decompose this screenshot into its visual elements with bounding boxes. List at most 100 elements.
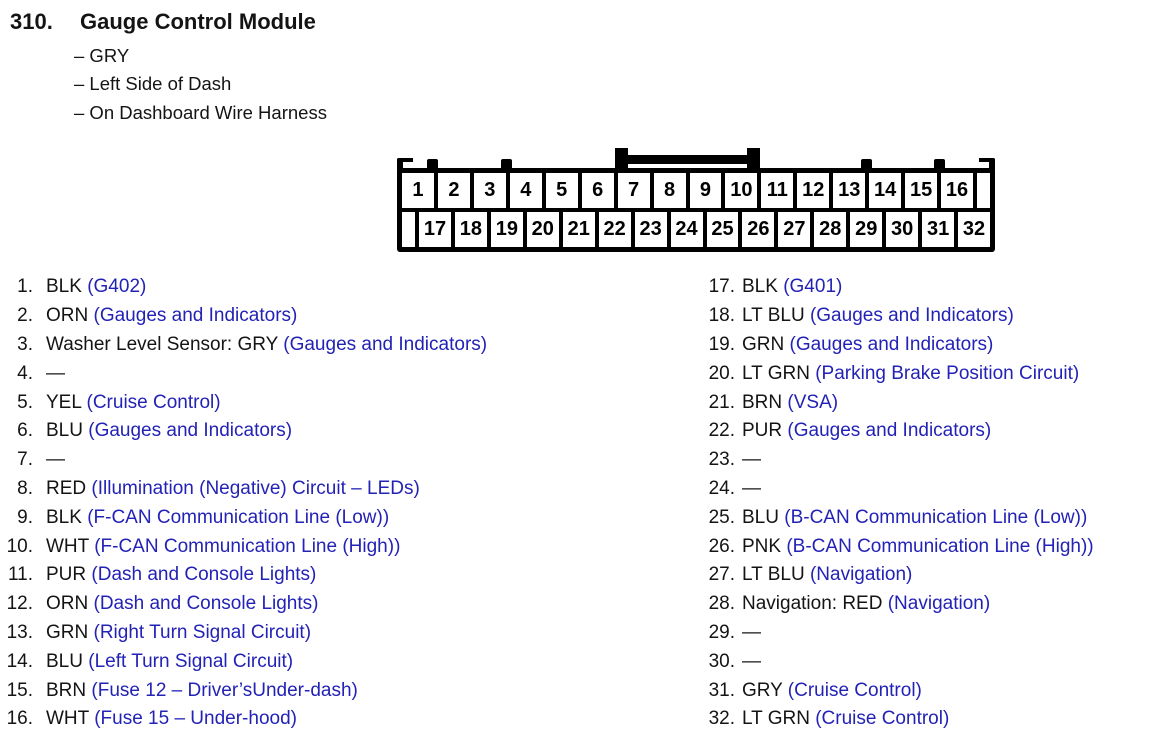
pin-number: 16. [6, 708, 33, 730]
connector-pin-cell: 32 [958, 212, 990, 247]
connector-pin-cell: 25 [706, 212, 739, 247]
wire-color-label: LT BLU [742, 305, 805, 327]
pin-description: BLU (B-CAN Communication Line (Low)) [742, 507, 1087, 529]
pin-list-right: 17. BLK (G401) 18. LT BLU (Gauges and Indic… [702, 273, 1094, 734]
pin-number: 8. [17, 477, 33, 499]
pin-description: — [742, 478, 761, 500]
wire-color-label: WHT [46, 708, 89, 730]
pin-number: 18. [708, 305, 735, 327]
circuit-label: (Gauges and Indicators) [784, 333, 994, 355]
pin-number: 31. [708, 679, 735, 701]
pin-row: 31. GRY (Cruise Control) [702, 676, 1094, 705]
wire-color-label: PUR [742, 420, 783, 442]
wire-color-label: GRN [46, 621, 89, 643]
pin-description: LT GRN (Cruise Control) [742, 708, 949, 730]
circuit-label: (Gauges and Indicators) [82, 420, 293, 442]
pin-number: 5. [17, 391, 33, 413]
connector-pin-cell: 19 [490, 212, 523, 247]
pin-row: 4.— [0, 359, 487, 388]
circuit-label: (F-CAN Communication Line (Low)) [81, 506, 390, 528]
wire-color-label: YEL [46, 391, 82, 413]
connector-corner-hook-right [979, 158, 995, 170]
pin-number: 28. [708, 593, 735, 615]
connector-pin-cell: 7 [617, 173, 650, 208]
pin-row: 2.ORN (Gauges and Indicators) [0, 302, 487, 331]
pin-description: GRY (Cruise Control) [742, 680, 922, 702]
pin-row: 18. LT BLU (Gauges and Indicators) [702, 302, 1094, 331]
circuit-label: (Cruise Control) [809, 708, 950, 730]
connector-pin-cell: 10 [725, 173, 758, 208]
pin-row: 19.GRN (Gauges and Indicators) [702, 331, 1094, 360]
connector-pin-cell: 18 [454, 212, 487, 247]
pin-row: 21.BRN (VSA) [702, 388, 1094, 417]
circuit-label: (Dash and Console Lights) [88, 593, 319, 615]
circuit-label: (Illumination (Negative) Circuit – LEDs) [86, 477, 420, 499]
circuit-label: (Navigation) [882, 593, 991, 615]
connector-pin-cell: 16 [941, 173, 973, 208]
connector-blank-slot [402, 212, 415, 247]
pin-description: WHT (F-CAN Communication Line (High)) [46, 536, 400, 558]
detail-line: – On Dashboard Wire Harness [74, 101, 327, 123]
pin-number: 4. [17, 362, 33, 384]
pin-description: — [742, 449, 761, 471]
pin-description: PNK (B-CAN Communication Line (High)) [742, 536, 1094, 558]
connector-pin-cell: 5 [545, 173, 578, 208]
wire-color-label: BLK [46, 506, 82, 528]
connector-location-details: – GRY – Left Side of Dash – On Dashboard W… [74, 42, 327, 127]
pin-description: PUR (Dash and Console Lights) [46, 564, 316, 586]
pin-row: 8.RED (Illumination (Negative) Circuit –… [0, 475, 487, 504]
pin-description: BLK (F-CAN Communication Line (Low)) [46, 507, 389, 529]
pin-description: GRN (Right Turn Signal Circuit) [46, 622, 311, 644]
pin-description: BRN (VSA) [742, 392, 838, 414]
pin-number: 29. [708, 621, 735, 643]
detail-line: – GRY [74, 45, 130, 66]
wire-color-label: — [742, 621, 761, 643]
pin-row: 27.LT BLU (Navigation) [702, 561, 1094, 590]
pin-row: 9. BLK (F-CAN Communication Line (Low)) [0, 503, 487, 532]
connector-pin-cell: 27 [778, 212, 811, 247]
wire-color-label: PUR [46, 564, 87, 586]
pin-description: BRN (Fuse 12 – Driver’sUnder-dash) [46, 680, 358, 702]
pin-description: BLK (G401) [742, 276, 842, 298]
wire-color-label: BLK [742, 276, 778, 298]
circuit-label: (Gauges and Indicators) [88, 305, 298, 327]
pin-number: 17. [708, 276, 735, 298]
page-title: Gauge Control Module [80, 9, 316, 34]
detail-line: – Left Side of Dash [74, 73, 232, 95]
section-number: 310. [10, 9, 53, 34]
pin-number: 9. [17, 506, 33, 528]
circuit-label: (Gauges and Indicators) [804, 305, 1014, 327]
connector-pin-cell: 23 [634, 212, 667, 247]
pin-row: 29. — [702, 619, 1094, 648]
wire-color-label: LT GRN [742, 362, 810, 384]
pin-row: 24.— [702, 475, 1094, 504]
wire-color-label: Navigation: RED [742, 593, 883, 615]
pin-description: Washer Level Sensor: GRY (Gauges and Ind… [46, 334, 487, 356]
wire-color-label: ORN [46, 305, 89, 327]
pin-description: Navigation: RED (Navigation) [742, 593, 990, 615]
pin-row: 16.WHT (Fuse 15 – Under-hood) [0, 705, 487, 734]
connector-pin-cell: 30 [886, 212, 919, 247]
pin-row: 28. Navigation: RED (Navigation) [702, 590, 1094, 619]
connector-pin-cell: 20 [526, 212, 559, 247]
pin-row: 6.BLU (Gauges and Indicators) [0, 417, 487, 446]
pin-description: LT GRN (Parking Brake Position Circuit) [742, 363, 1079, 385]
connector-blank-slot [977, 173, 990, 208]
pin-number: 13. [6, 621, 33, 643]
wire-color-label: — [46, 449, 65, 471]
circuit-label: (VSA) [782, 391, 839, 413]
pin-description: GRN (Gauges and Indicators) [742, 334, 993, 356]
pin-number: 20. [708, 362, 735, 384]
pin-row: 32.LT GRN (Cruise Control) [702, 705, 1094, 734]
pin-description: BLU (Left Turn Signal Circuit) [46, 651, 293, 673]
pin-number: 1. [17, 276, 33, 298]
pin-number: 15. [6, 679, 33, 701]
wire-color-label: BLU [46, 420, 83, 442]
connector-pin-cell: 2 [437, 173, 470, 208]
connector-pin-cell: 8 [653, 173, 686, 208]
connector-pin-cell: 22 [598, 212, 631, 247]
pin-row: 30.— [702, 647, 1094, 676]
